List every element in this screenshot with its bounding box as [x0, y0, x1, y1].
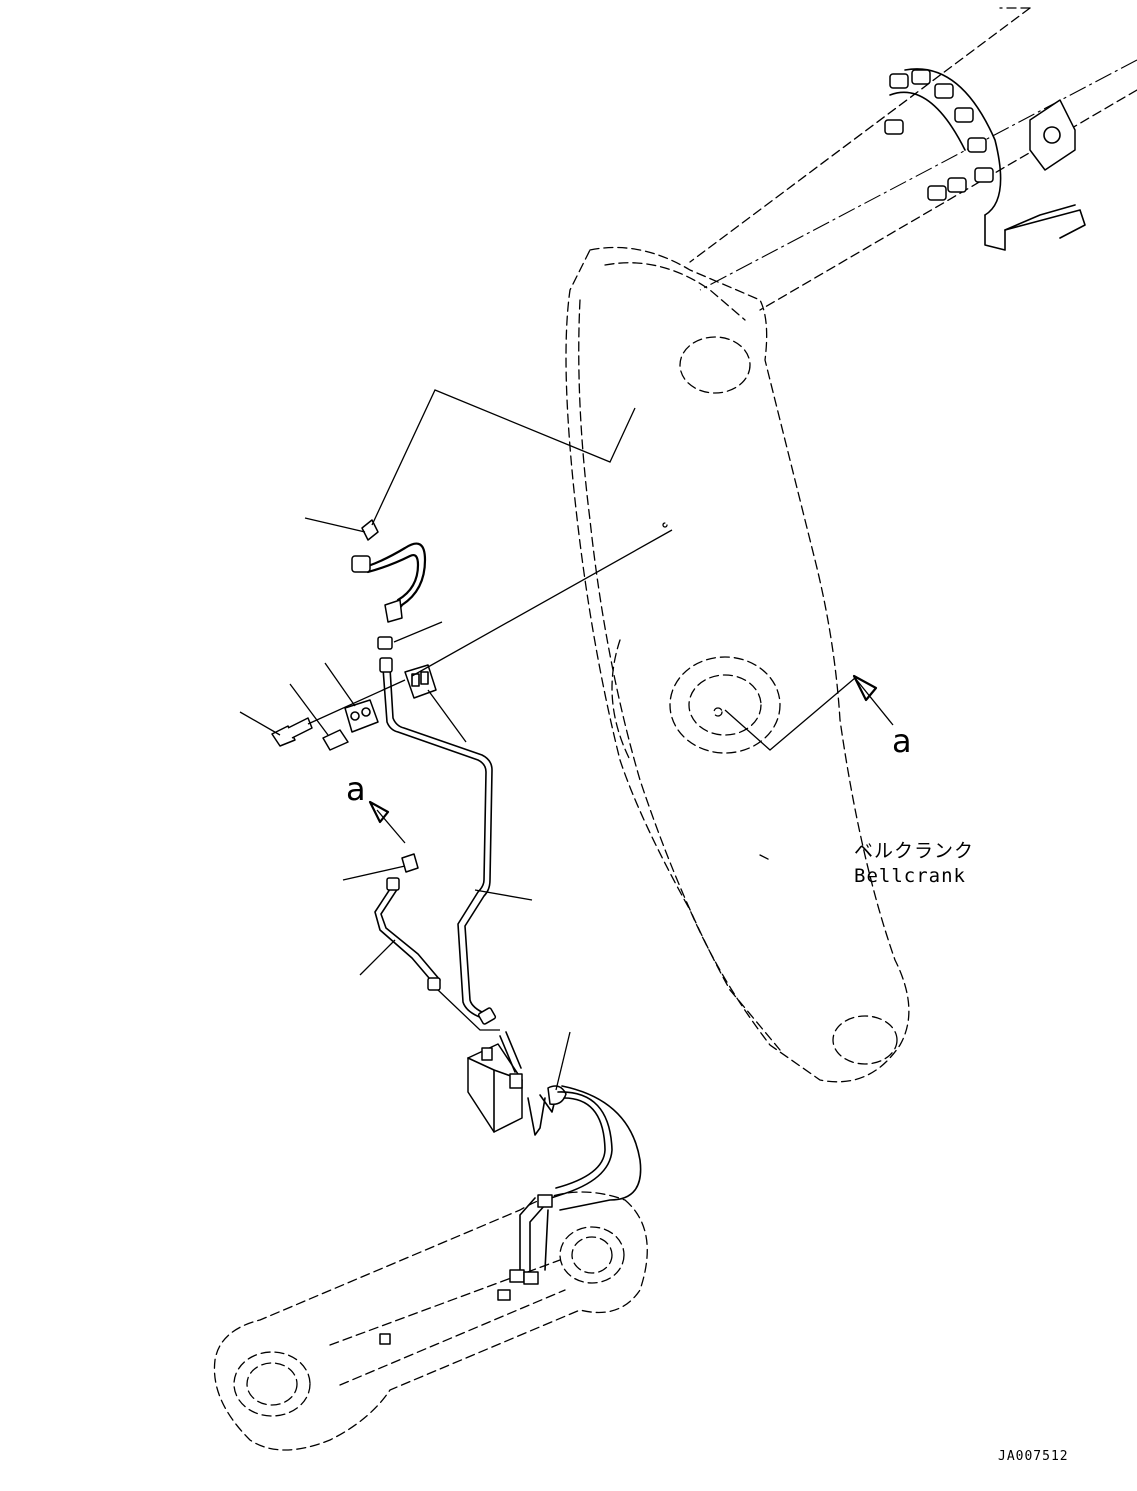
lower-link: [213, 1191, 648, 1451]
grease-tube-long: [379, 657, 533, 1025]
elbow-fitting-top: [304, 517, 379, 541]
section-a-leader-right: [724, 674, 894, 751]
lower-link-fittings: [497, 1194, 553, 1301]
fitting-mid: [342, 853, 419, 881]
leader-clamp-to-bellcrank: [411, 529, 673, 677]
section-a-arrow-left: [368, 800, 406, 844]
plate: [289, 683, 349, 751]
bellcrank-label-jp: ベルクランク: [854, 840, 974, 862]
bellcrank: [565, 246, 910, 1083]
clamp-right: [404, 664, 467, 743]
leader-fitting-to-bellcrank: [371, 389, 636, 526]
view-a-label-left: a: [346, 770, 366, 808]
lower-hoses: [527, 1031, 642, 1211]
cylinder-flange: [884, 68, 1086, 251]
bellcrank-label-en: Bellcrank: [854, 865, 966, 887]
document-id: JA007512: [998, 1449, 1069, 1464]
clamp-left: [324, 662, 379, 733]
view-a-label-right: a: [892, 722, 912, 760]
port-plate: [1029, 99, 1076, 171]
leader-bolt-line: [307, 679, 406, 725]
grease-manifold: [467, 1031, 523, 1133]
bolt: [239, 711, 313, 747]
grease-tube-short: [359, 877, 500, 1031]
cylinder-bracket: [984, 204, 1086, 251]
boom-cylinder: [689, 7, 1137, 311]
flange-bolts: [884, 69, 994, 201]
leader-connector: [393, 621, 443, 643]
hose-assembly: [351, 542, 427, 650]
